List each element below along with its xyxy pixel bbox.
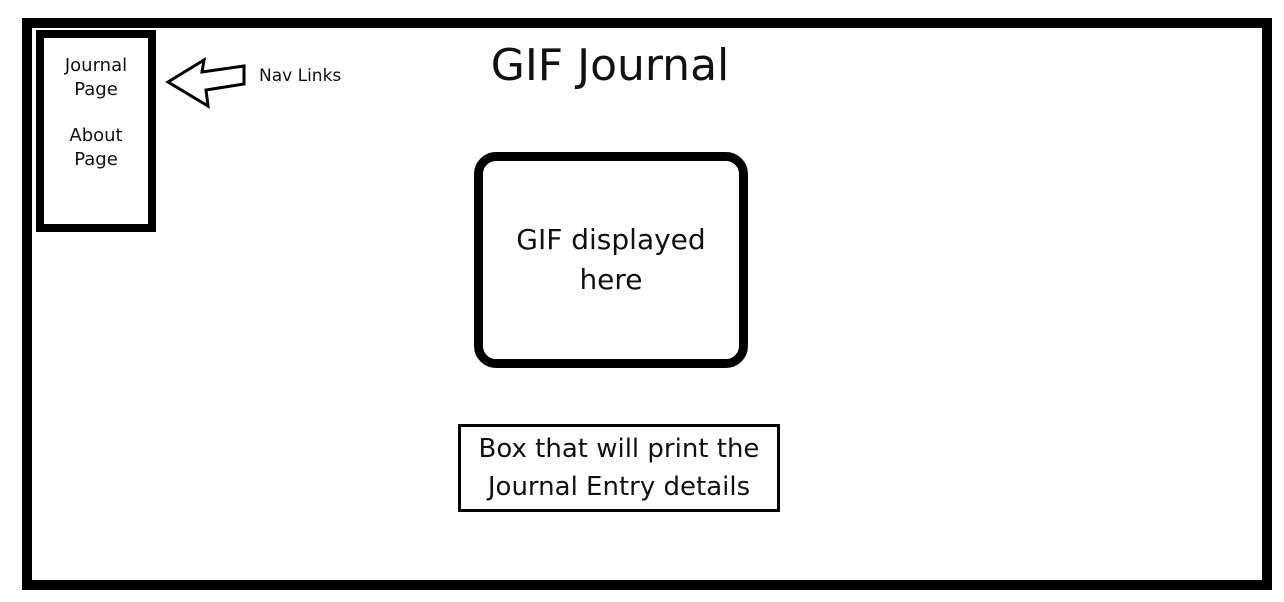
nav-sidebar: Journal Page About Page [36, 30, 156, 232]
nav-link-journal-line-2: Page [74, 79, 118, 100]
gif-placeholder-line-2: here [579, 263, 643, 296]
gif-placeholder-line-1: GIF displayed [516, 223, 706, 256]
nav-link-journal-line-1: Journal [64, 55, 128, 76]
gif-placeholder-text: GIF displayed here [501, 220, 721, 300]
gif-display-box: GIF displayed here [474, 152, 748, 368]
nav-link-about-line-2: Page [74, 149, 118, 170]
details-line-1: Box that will print the [478, 434, 760, 464]
page-title: GIF Journal [490, 40, 730, 91]
nav-links-annotation: Nav Links [259, 66, 342, 86]
details-line-2: Journal Entry details [487, 472, 751, 502]
journal-entry-details-text: Box that will print the Journal Entry de… [461, 430, 777, 506]
left-arrow-icon [165, 57, 246, 109]
journal-entry-details-box: Box that will print the Journal Entry de… [458, 424, 780, 512]
nav-link-about-line-1: About [69, 125, 123, 146]
nav-link-about-page[interactable]: About Page [44, 124, 148, 172]
nav-link-journal-page[interactable]: Journal Page [44, 54, 148, 102]
